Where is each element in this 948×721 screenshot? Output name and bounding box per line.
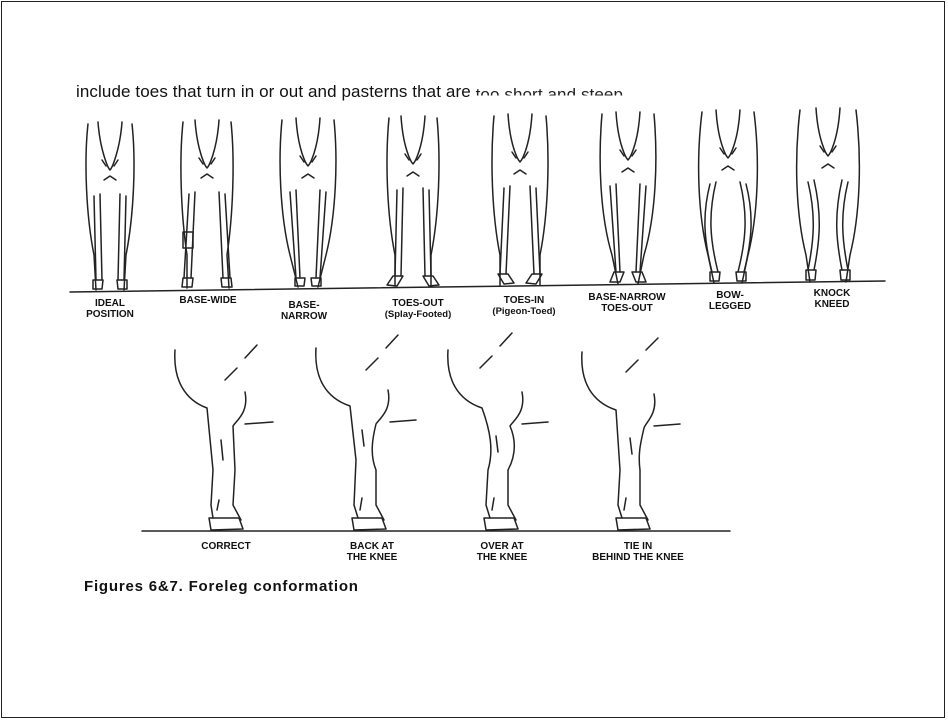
label-line2: THE KNEE [464, 552, 540, 563]
label-line1: IDEAL [82, 298, 138, 309]
label-line1: BOW- [700, 290, 760, 301]
label-line1: BASE-WIDE [172, 295, 244, 306]
label-line1: TIE IN [578, 541, 698, 552]
label-line1: TOES-IN [484, 295, 564, 306]
label-toes-out: TOES-OUT (Splay-Footed) [378, 298, 458, 320]
figure-caption: Figures 6&7. Foreleg conformation [84, 578, 359, 595]
label-tie-in-behind-the-knee: TIE IN BEHIND THE KNEE [578, 541, 698, 563]
label-base-wide: BASE-WIDE [172, 295, 244, 306]
leg-pair-base-narrow-toes-out [600, 112, 656, 284]
label-line1: TOES-OUT [378, 298, 458, 309]
label-base-narrow: BASE- NARROW [274, 300, 334, 322]
label-line2: POSITION [82, 309, 138, 320]
label-line1: CORRECT [186, 541, 266, 552]
label-back-at-the-knee: BACK AT THE KNEE [334, 541, 410, 563]
label-line1: BACK AT [334, 541, 410, 552]
leg-pair-knock-kneed [797, 108, 860, 282]
label-line2: THE KNEE [334, 552, 410, 563]
leg-pair-bow-legged [699, 110, 758, 283]
label-line2: (Pigeon-Toed) [484, 306, 564, 317]
label-line1: BASE-NARROW [580, 292, 674, 303]
label-line1: OVER AT [464, 541, 540, 552]
label-line1: BASE- [274, 300, 334, 311]
label-knock-kneed: KNOCK KNEED [802, 288, 862, 310]
label-ideal-position: IDEAL POSITION [82, 298, 138, 320]
label-line2: NARROW [274, 311, 334, 322]
leg-pair-toes-in [492, 114, 548, 285]
leg-pair-base-wide [181, 120, 233, 288]
side-leg-correct [175, 345, 273, 530]
side-leg-back-at-knee [316, 335, 416, 530]
label-line2: LEGGED [700, 301, 760, 312]
label-line2: KNEED [802, 299, 862, 310]
label-line2: (Splay-Footed) [378, 309, 458, 320]
label-line2: TOES-OUT [580, 303, 674, 314]
leg-pair-ideal-position [86, 122, 134, 290]
label-over-at-the-knee: OVER AT THE KNEE [464, 541, 540, 563]
label-correct: CORRECT [186, 541, 266, 552]
side-leg-tie-in-behind-knee [582, 338, 680, 530]
label-toes-in: TOES-IN (Pigeon-Toed) [484, 295, 564, 317]
label-line1: KNOCK [802, 288, 862, 299]
label-line2: BEHIND THE KNEE [578, 552, 698, 563]
leg-pair-base-narrow [280, 118, 336, 287]
label-bow-legged: BOW- LEGGED [700, 290, 760, 312]
leg-pair-toes-out [387, 116, 439, 286]
label-base-narrow-toes-out: BASE-NARROW TOES-OUT [580, 292, 674, 314]
side-leg-over-at-knee [448, 333, 548, 530]
